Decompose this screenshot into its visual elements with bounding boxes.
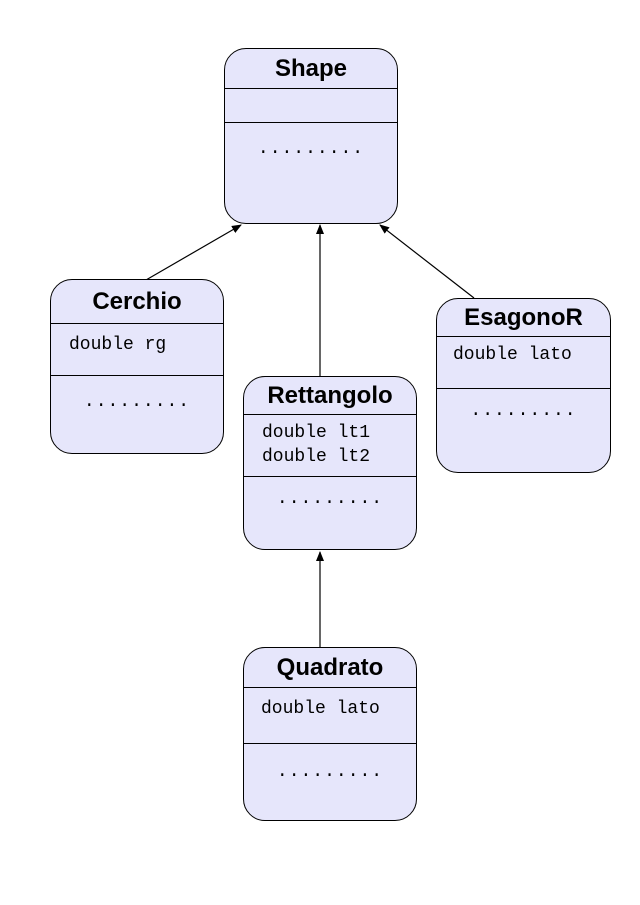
arrow-cerchio-to-shape [145, 224, 242, 281]
class-esagonor-operations: ......... [470, 401, 577, 421]
class-rettangolo-operations: ......... [276, 489, 384, 509]
class-cerchio-attributes: double rg [51, 324, 223, 376]
attribute: double lt1 [262, 423, 371, 443]
class-quadrato: Quadrato double lato ......... [243, 647, 417, 821]
class-cerchio: Cerchio double rg ......... [50, 279, 224, 454]
class-shape-name: Shape [225, 49, 397, 89]
class-rettangolo-attributes: double lt1 double lt2 [244, 415, 416, 477]
arrow-esagonor-to-shape [379, 224, 475, 299]
attribute: double lato [453, 345, 572, 365]
class-esagonor: EsagonoR double lato ......... [436, 298, 611, 473]
class-cerchio-operations: ......... [83, 392, 191, 412]
class-shape-attributes [225, 89, 397, 123]
class-esagonor-name: EsagonoR [437, 299, 610, 337]
attribute: double rg [69, 335, 167, 355]
class-shape: Shape ......... [224, 48, 398, 224]
class-quadrato-name: Quadrato [244, 648, 416, 688]
attribute: double lt2 [262, 447, 371, 467]
class-rettangolo: Rettangolo double lt1 double lt2 .......… [243, 376, 417, 550]
class-shape-operations: ......... [257, 139, 365, 159]
class-quadrato-operations: ......... [276, 762, 384, 782]
class-quadrato-attributes: double lato [244, 688, 416, 744]
class-rettangolo-name: Rettangolo [244, 377, 416, 415]
class-esagonor-attributes: double lato [437, 337, 610, 389]
attribute: double lato [261, 699, 380, 719]
class-cerchio-name: Cerchio [51, 280, 223, 324]
